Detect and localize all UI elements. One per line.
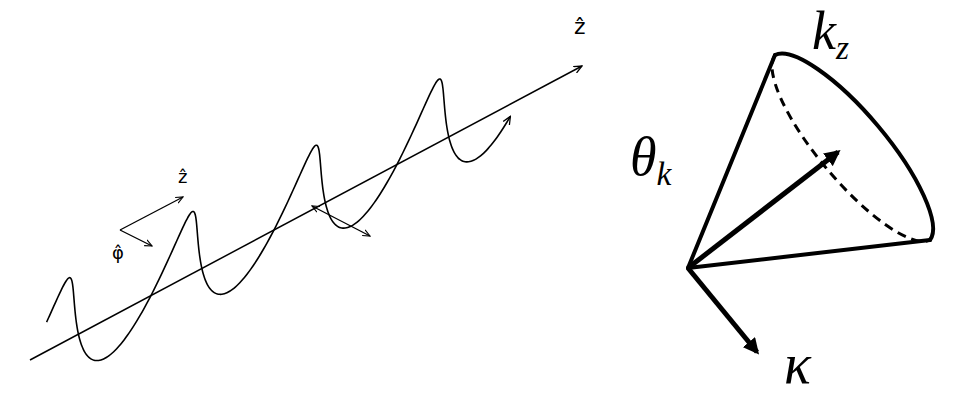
- z-axis: [30, 66, 582, 360]
- cone-rim: [775, 54, 933, 240]
- wave-vector: [688, 152, 838, 268]
- helix-curve: [47, 79, 511, 361]
- axis-label: ẑ: [574, 16, 586, 38]
- z-unit-vector: [120, 197, 183, 230]
- phi-unit-vector: [120, 230, 152, 246]
- kappa-vector: [688, 268, 757, 352]
- cone-rim-hidden: [772, 55, 930, 241]
- angle-label: θk: [630, 130, 671, 191]
- radius-arrow: [312, 206, 370, 236]
- cone-edge: [688, 240, 930, 268]
- axis-label: ẑ: [178, 168, 187, 186]
- unit-vector-label: φ̂: [112, 244, 124, 262]
- vector-label: κ: [784, 336, 811, 392]
- vector-label: kz: [812, 4, 849, 65]
